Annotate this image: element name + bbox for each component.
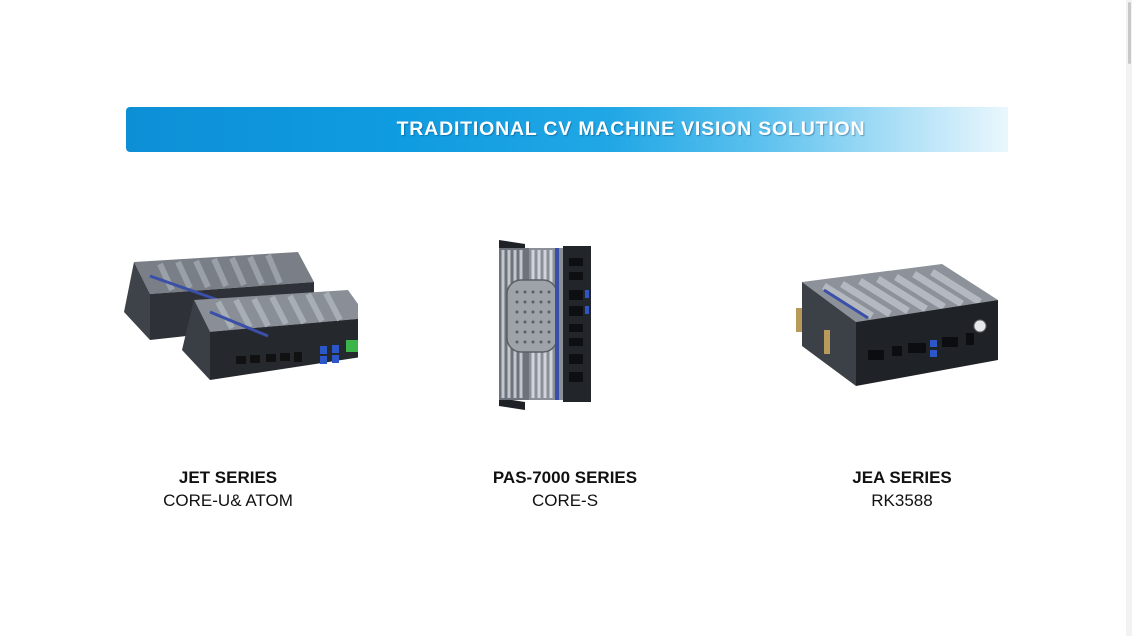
product-card-jet[interactable]: JET SERIES CORE-U& ATOM (98, 0, 358, 636)
section-banner: TRADITIONAL CV MACHINE VISION SOLUTION (126, 107, 1008, 152)
product-name: JET SERIES (178, 468, 278, 487)
product-subtitle: RK3588 (871, 491, 933, 510)
compact-box-pc-icon (796, 264, 998, 386)
banner-title: TRADITIONAL CV MACHINE VISION SOLUTION (396, 118, 866, 140)
product-card-pas7000[interactable]: PAS-7000 SERIES CORE-S (435, 0, 695, 636)
fanless-box-pc-icon (124, 252, 358, 380)
scrollbar[interactable] (1126, 0, 1132, 636)
product-name: PAS-7000 SERIES (492, 468, 638, 487)
vertical-box-pc-icon (499, 240, 591, 410)
product-subtitle: CORE-S (531, 491, 599, 510)
product-name: JEA SERIES (852, 468, 952, 487)
scrollbar-thumb[interactable] (1128, 2, 1131, 64)
product-subtitle: CORE-U& ATOM (163, 491, 293, 510)
product-card-jea[interactable]: JEA SERIES RK3588 (772, 0, 1032, 636)
